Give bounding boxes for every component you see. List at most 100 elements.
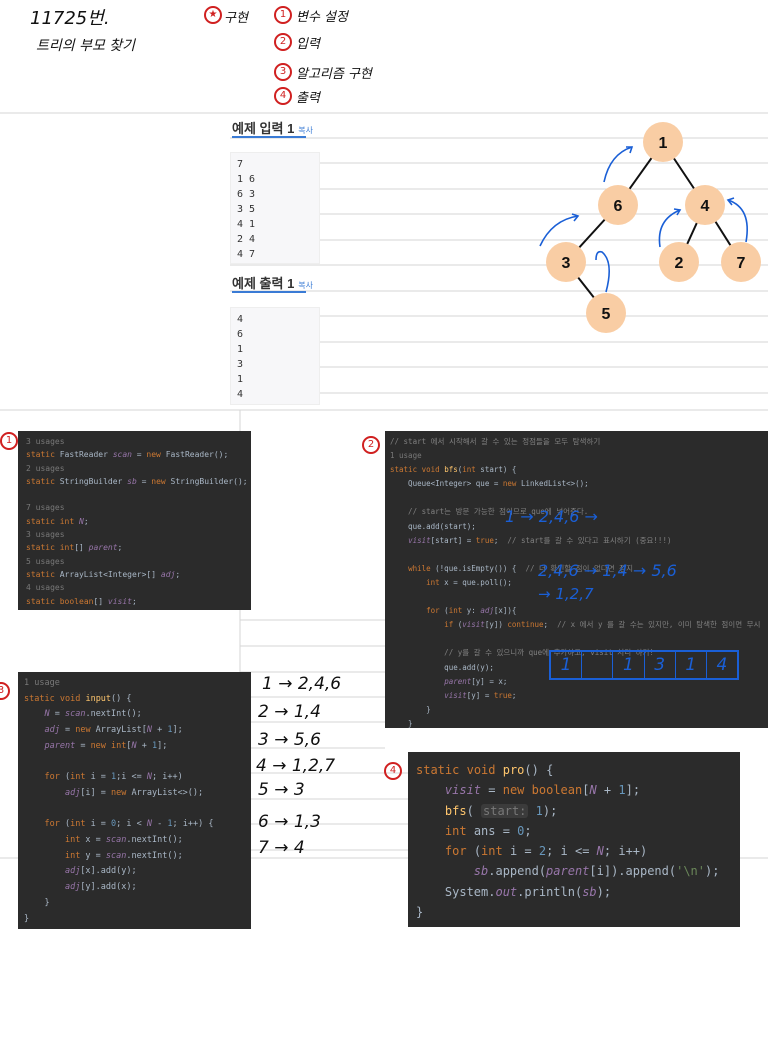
code-line: while (!que.isEmpty()) { // 더 확인할 점이 없다면… [408,563,633,573]
code-line: // start는 방문 가능한 점이므로 que에 넣어준다. [390,507,589,517]
code-line: adj[y].add(x); [64,882,137,893]
tree-node-circle-7 [721,242,761,282]
code-line [390,491,763,505]
tree-arrow-5-to-3 [595,250,610,293]
code-line: for (int i = 2; i <= N; i++) [444,844,648,859]
code-panel-input: 1 usage static void input() { N = scan.n… [18,672,251,929]
code-line: Queue<Integer> que = new LinkedList<>(); [390,479,589,489]
code-line: visit[start] = true; // start를 갈 수 있다고 표… [408,535,672,545]
code-line [24,802,245,818]
tree-node-label: 3 [562,255,571,272]
code-line: adj = new ArrayList[N + 1]; [44,725,183,736]
tree-node-circle-3 [546,242,586,282]
code-line: for (int i = 1;i <= N; i++) [44,772,183,783]
tree-arrowhead [673,208,682,216]
step-text-2: 입력 [296,37,320,52]
sample-output-underline [232,291,306,293]
code-line: int x = que.poll(); [426,577,512,587]
tree-node-label: 2 [675,255,684,272]
usage-hint: 7 usages [26,503,65,513]
code-line: static FastReader scan = new FastReader(… [26,450,229,460]
parent-array-cell: 4 [716,655,728,675]
adjacency-note: 1 → 2,4,6 [262,674,342,694]
code-line: adj[i] = new ArrayList<>(); [64,787,204,798]
step-mark-1: 1 [274,6,292,24]
tree-node-circle-1 [643,122,683,162]
parent-array-cell: 3 [645,652,676,678]
tree-node-label: 4 [701,198,710,215]
sample-input-line: 6 3 [237,189,256,200]
tree-arrow-7-to-4 [727,199,748,243]
tree-node-label: 5 [602,306,611,323]
sample-input-underline [232,136,306,138]
sample-input-line: 7 [237,159,244,170]
step-mark-2: 2 [274,33,292,51]
code-line: que.add(y); [390,662,494,672]
step-text-1: 변수 설정 [296,10,348,25]
code-line: } [416,905,424,920]
usage-hint: 3 usages [26,437,65,446]
code-line: parent[y] = x; [444,676,508,686]
step-mark-3: 3 [274,63,292,81]
tree-node-circle-6 [598,185,638,225]
parent-array-cell: 1 [676,652,707,678]
usage-hint: 1 usage [24,678,60,688]
sample-output-line: 1 [237,344,244,355]
code-line: N = scan.nextInt(); [44,709,142,720]
code-line [390,548,763,562]
sample-output-copy-link[interactable]: 복사 [298,281,314,290]
sample-output-line: 6 [237,329,244,340]
code-line: int y = scan.nextInt(); [64,850,183,861]
adjacency-note: 5 → 3 [258,780,305,800]
code-line [24,755,245,771]
code-line: for (int i = 0; i < N - 1; i++) { [44,819,214,830]
tree-node-label: 6 [614,198,623,215]
section-mark-pro: 4 [384,762,402,780]
tree-arrow-6-to-1 [603,146,633,183]
sample-input-line: 4 1 [237,219,256,230]
adjacency-note: 2 → 1,4 [258,702,321,722]
code-line: static boolean[] visit; [26,596,137,606]
tree-arrowhead [626,146,634,154]
problem-number: 11725번. [30,8,110,29]
usage-hint: 4 usages [26,583,65,593]
impl-mark-icon: ★ [204,6,222,24]
code-line: } [24,913,30,924]
sample-output-line: 1 [237,374,244,385]
usage-hint: 3 usages [26,530,65,540]
parent-array-cell: 1 [551,652,583,678]
tree-arrow-2-to-4 [658,209,681,248]
code-line: visit[y] = true; [444,690,517,700]
code-panel-pro: static void pro() { visit = new boolean[… [408,752,740,927]
code-line: static void bfs(int start) { [390,465,517,475]
sample-output-box: 4 6 1 3 1 4 [230,307,320,405]
poll-trace-note: 2,4,6 → 1,4 → 5,6 [538,561,677,580]
code-line: adj[x].add(y); [64,866,137,877]
code-line: for (int y: adj[x]){ [426,606,517,616]
code-line: } [390,704,431,714]
children-trace-note: → 1,2,7 [538,585,594,603]
adjacency-note: 4 → 1,2,7 [256,756,336,776]
step-text-4: 출력 [296,91,320,106]
code-line: parent = new int[N + 1]; [44,740,168,751]
code-line [390,632,763,646]
code-line: static void input() { [24,693,132,704]
code-line: int x = scan.nextInt(); [64,835,183,846]
sample-input-box: 7 1 6 6 3 3 5 4 1 2 4 4 7 [230,152,320,264]
tree-node-circle-5 [586,293,626,333]
adjacency-note: 6 → 1,3 [258,812,321,832]
section-mark-input: 3 [0,682,10,700]
tree-diagram: 1 6 4 3 2 7 5 [539,122,761,333]
usage-hint: 2 usages [26,463,65,473]
code-line: static ArrayList<Integer>[] adj; [26,569,181,579]
tree-node-circle-2 [659,242,699,282]
section-mark-bfs: 2 [362,436,380,454]
parent-array-drawing: 1 1 3 1 4 [549,650,739,680]
parent-array-cell: 1 [613,652,645,678]
parent-array-cell [582,652,614,678]
tree-arrowhead [571,213,580,222]
section-mark-vars: 1 [0,432,18,450]
sample-input-copy-link[interactable]: 복사 [298,126,314,135]
